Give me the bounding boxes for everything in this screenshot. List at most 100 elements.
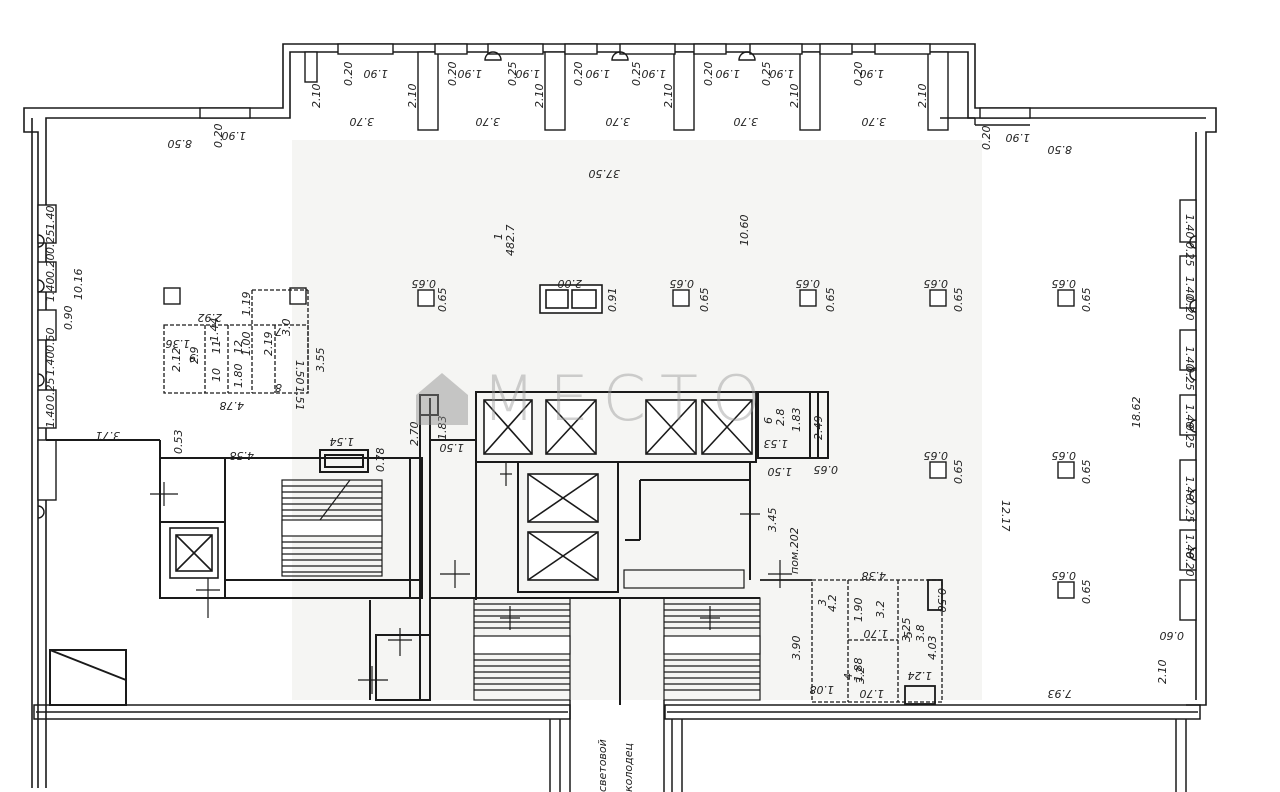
right-pier-1: 0.25 — [1183, 242, 1196, 267]
dimension-labels: 1 482.7 37.50 10.60 18.62 12.17 8.50 8.5… — [44, 62, 1196, 792]
core-height-label: 2.70 — [408, 422, 421, 447]
light-well-caption-1: световой — [596, 739, 609, 792]
pier-offset-7: 0.20 — [980, 126, 993, 151]
rb-h: 1.08 — [810, 683, 835, 696]
right-window-1: 1.40 — [1183, 214, 1196, 239]
right-low-label: 2.10 — [1156, 660, 1169, 685]
stair-span-label: 1.54 — [330, 435, 355, 448]
rb-i: 3.2 — [874, 601, 887, 619]
room-12-number: 12 — [232, 340, 245, 354]
left-depth-label: 10.16 — [72, 269, 85, 301]
rb-room-4-area: 3.2 — [854, 667, 867, 685]
room-9-area: 2.9 — [188, 347, 201, 365]
room-ref-label: пом.202 — [788, 527, 801, 574]
right-pier-4: 0.25 — [1183, 498, 1196, 523]
col-b-2: 0.65 — [698, 288, 711, 313]
right-window-5: 1.40 — [1183, 476, 1196, 501]
col-b-5: 0.65 — [1080, 288, 1093, 313]
pier-offset-6: 0.20 — [212, 124, 225, 149]
room-6-e: 0.65 — [814, 463, 839, 476]
col-a-1: 0.65 — [412, 277, 437, 290]
stair-width-label: 4.58 — [230, 449, 255, 462]
left-core-walls — [46, 394, 439, 706]
opening-depth-label: 0.91 — [606, 288, 619, 313]
rb-d: 4.03 — [926, 636, 939, 661]
rb-room-3: 3 — [816, 599, 829, 606]
right-pier-3: 0.25 — [1183, 424, 1196, 449]
left-lift — [169, 527, 219, 579]
rb-f: 1.70 — [860, 687, 885, 700]
right-pier-2: 0.25 — [1183, 366, 1196, 391]
right-window-4: 1.40 — [1183, 404, 1196, 429]
right-window-6: 1.40 — [1183, 534, 1196, 559]
wc-small-h: 1.51 — [293, 386, 306, 411]
pier-depth-4: 2.10 — [662, 84, 675, 109]
bay-label-1: 3.70 — [350, 115, 375, 128]
left-window-2: 1.40 — [44, 278, 57, 303]
hall-depth-label: 10.60 — [738, 215, 751, 247]
room-6-d: 2.49 — [812, 416, 825, 441]
lobby-depth-label: 0.53 — [172, 430, 185, 455]
right-windows — [1179, 199, 1197, 621]
right-segment-label: 12.17 — [999, 500, 1012, 532]
wc-small-e: 2.19 — [262, 332, 275, 357]
right-bottom-walls — [760, 579, 943, 705]
col-a-6: 0.65 — [924, 449, 949, 462]
room-11-number: 11 — [210, 340, 223, 354]
bay-label-2: 3.70 — [476, 115, 501, 128]
wc-small-b: 2.12 — [170, 348, 183, 373]
pier-width-3: 1.90 — [516, 67, 541, 80]
room-7-number: 7 — [275, 325, 282, 338]
pier-width-8: 1.90 — [860, 67, 885, 80]
col-b-8: 0.65 — [1080, 580, 1093, 605]
room-6-b: 1.83 — [790, 408, 803, 433]
wc-small-d: 1.00 — [240, 332, 253, 357]
core-gap-label: 1.83 — [436, 416, 449, 441]
hall-fill — [292, 140, 982, 700]
top-piers — [199, 43, 1031, 131]
right-edge-1: 0.20 — [1183, 296, 1196, 321]
rb-room-5-area: 3.8 — [914, 625, 927, 643]
wc-small-c: 1.44 — [208, 318, 221, 343]
pier-width-9: 1.90 — [222, 129, 247, 142]
rb-height: 3.90 — [790, 636, 803, 661]
house-logo-icon — [416, 372, 468, 425]
wc-block — [163, 289, 309, 394]
left-window-1: 1.40 — [44, 206, 57, 231]
right-depth-label: 18.62 — [1130, 397, 1143, 429]
col-a-8: 0.65 — [1052, 569, 1077, 582]
left-pier-1: 0.25 — [44, 230, 57, 255]
central-lifts — [483, 399, 753, 581]
room-10-number: 10 — [210, 368, 223, 382]
room-6-area: 2.8 — [774, 409, 787, 427]
rb-room-4: 4 — [842, 673, 855, 680]
col-a-2: 0.65 — [670, 277, 695, 290]
bottom-right-span-label: 7.93 — [1048, 687, 1073, 700]
overall-width-label: 37.50 — [589, 167, 621, 180]
pier-depth-1: 2.10 — [310, 84, 323, 109]
left-window-3: 1.40 — [44, 352, 57, 377]
light-well-caption-2: колодец — [622, 743, 635, 792]
room-area: 482.7 — [504, 225, 517, 257]
rb-b: 1.70 — [864, 627, 889, 640]
col-a-5: 0.65 — [1052, 277, 1077, 290]
lower-stairs — [473, 569, 761, 701]
rb-room-5: 5 — [902, 631, 915, 638]
rb-g: 1.24 — [908, 669, 933, 682]
columns — [163, 287, 1075, 599]
rb-room-3-area: 4.2 — [826, 595, 839, 613]
pier-offset-4: 0.20 — [702, 62, 715, 87]
pier-width-5: 1.90 — [642, 67, 667, 80]
rb-c: 3.25 — [900, 618, 913, 643]
left-windows — [37, 204, 57, 519]
wc-small-f: 1.80 — [232, 364, 245, 389]
wc-small-g: 1.50 — [293, 360, 306, 385]
left-window-4: 1.40 — [44, 404, 57, 429]
rb-e: 1.88 — [852, 658, 865, 683]
room-6-a: 1.53 — [764, 437, 789, 450]
top-left-span-label: 8.50 — [168, 137, 193, 150]
watermark: МЕСТО — [412, 362, 775, 435]
lobby-width-label: 3.71 — [96, 429, 121, 442]
col-b-7: 0.65 — [1080, 460, 1093, 485]
